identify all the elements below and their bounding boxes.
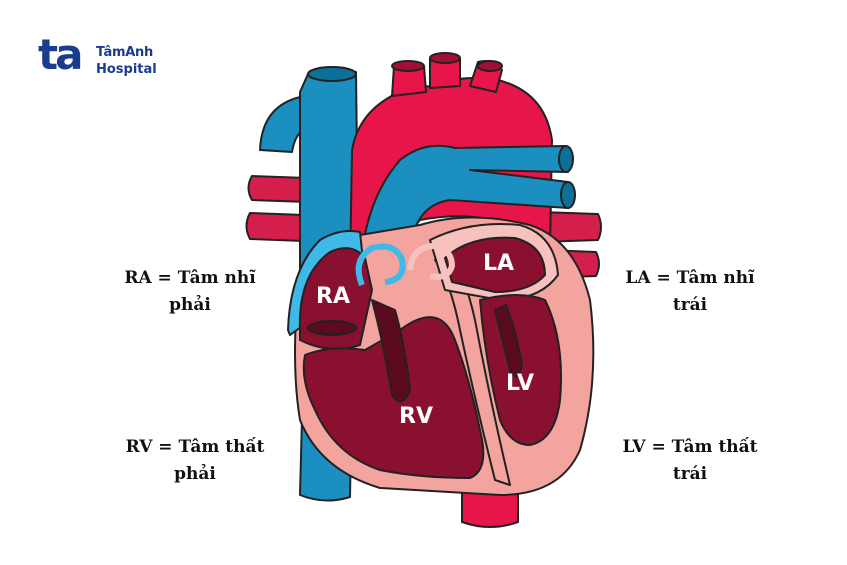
hospital-logo: ta TâmAnh Hospital (38, 34, 178, 84)
lv-papillary (494, 304, 523, 378)
caption-lv: LV = Tâm thất trái (600, 434, 780, 488)
left-pulmonary-vein-upper (539, 211, 602, 243)
mitral-valve (407, 243, 455, 280)
caption-la-line1: LA = Tâm nhĩ (625, 268, 755, 288)
right-pulmonary-vein-upper (247, 175, 309, 203)
tricuspid-valve (355, 243, 406, 287)
left-atrium (444, 236, 546, 293)
rv-papillary (371, 299, 411, 403)
caption-ra: RA = Tâm nhĩ phải (100, 265, 280, 319)
label-ra: RA (316, 284, 350, 309)
septum (434, 254, 511, 486)
caption-rv: RV = Tâm thất phải (100, 434, 290, 488)
caption-rv-line1: RV = Tâm thất (125, 437, 265, 457)
pulmonary-artery (359, 144, 569, 271)
caption-rv-line2: phải (174, 464, 216, 484)
caption-ra-line2: phải (169, 295, 211, 315)
caption-lv-line2: trái (672, 464, 708, 484)
caption-la-line2: trái (672, 295, 708, 315)
right-pulmonary-vein-lower (245, 212, 305, 242)
caption-ra-line1: RA = Tâm nhĩ (124, 268, 256, 288)
label-la: LA (483, 251, 514, 276)
logo-mark: ta (38, 30, 83, 79)
logo-name-line2: Hospital (96, 62, 157, 77)
label-rv: RV (399, 404, 433, 429)
caption-la: LA = Tâm nhĩ trái (600, 265, 780, 319)
caption-lv-line1: LV = Tâm thất (622, 437, 758, 457)
superior-vena-cava-opening (307, 66, 357, 82)
label-lv: LV (506, 371, 534, 396)
logo-name-line1: TâmAnh (96, 45, 153, 60)
